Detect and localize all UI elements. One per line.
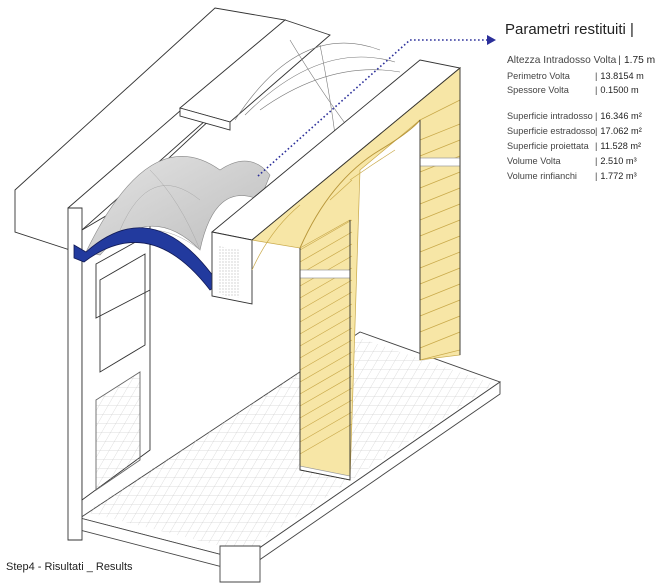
result-label: Volume Volta <box>507 156 561 166</box>
floor-slab <box>78 331 501 583</box>
result-separator: | <box>618 55 621 66</box>
result-value: 1.772 m³ <box>600 171 637 181</box>
result-separator: | <box>595 71 598 81</box>
leader-line <box>257 35 496 177</box>
result-separator: | <box>595 171 598 181</box>
result-row: Perimetro Volta |13.8154 m <box>507 71 644 81</box>
result-label: Superficie estradosso <box>507 126 596 136</box>
result-value: 11.528 m² <box>600 141 642 151</box>
result-separator: | <box>595 126 598 136</box>
result-row: Altezza Intradosso Volta|1.75 m <box>507 55 655 66</box>
left-wall <box>14 7 286 541</box>
result-label: Altezza Intradosso Volta <box>507 55 617 66</box>
back-vault-wireframe <box>234 39 401 136</box>
result-separator: | <box>595 141 598 151</box>
result-row: Superficie intradosso|16.346 m² <box>507 111 642 121</box>
result-value: 0.1500 m <box>600 85 639 95</box>
result-row: Volume Volta |2.510 m³ <box>507 156 637 166</box>
results-panel-title: Parametri restituiti | <box>505 21 634 38</box>
result-separator: | <box>595 156 598 166</box>
result-row: Volume rinfianchi |1.772 m³ <box>507 171 637 181</box>
front-beam <box>210 59 462 305</box>
result-value: 1.75 m <box>623 55 656 66</box>
result-value: 13.8154 m <box>600 71 644 81</box>
upper-frame <box>179 19 331 131</box>
result-row: Superficie estradosso|17.062 m² <box>507 126 642 136</box>
result-value: 2.510 m³ <box>600 156 637 166</box>
result-label: Volume rinfianchi <box>507 171 577 181</box>
arcade-outline <box>251 67 461 481</box>
result-separator: | <box>595 111 598 121</box>
result-row: Superficie proiettata |11.528 m² <box>507 141 641 151</box>
result-row: Spessore Volta |0.1500 m <box>507 85 639 95</box>
result-value: 17.062 m² <box>600 126 642 136</box>
result-label: Spessore Volta <box>507 85 569 95</box>
result-label: Superficie intradosso <box>507 111 593 121</box>
result-label: Perimetro Volta <box>507 71 570 81</box>
result-value: 16.346 m² <box>600 111 642 121</box>
figure-caption: Step4 - Risultati _ Results <box>6 561 133 573</box>
result-separator: | <box>595 85 598 95</box>
leader-arrow-icon <box>487 35 496 45</box>
result-label: Superficie proiettata <box>507 141 589 151</box>
